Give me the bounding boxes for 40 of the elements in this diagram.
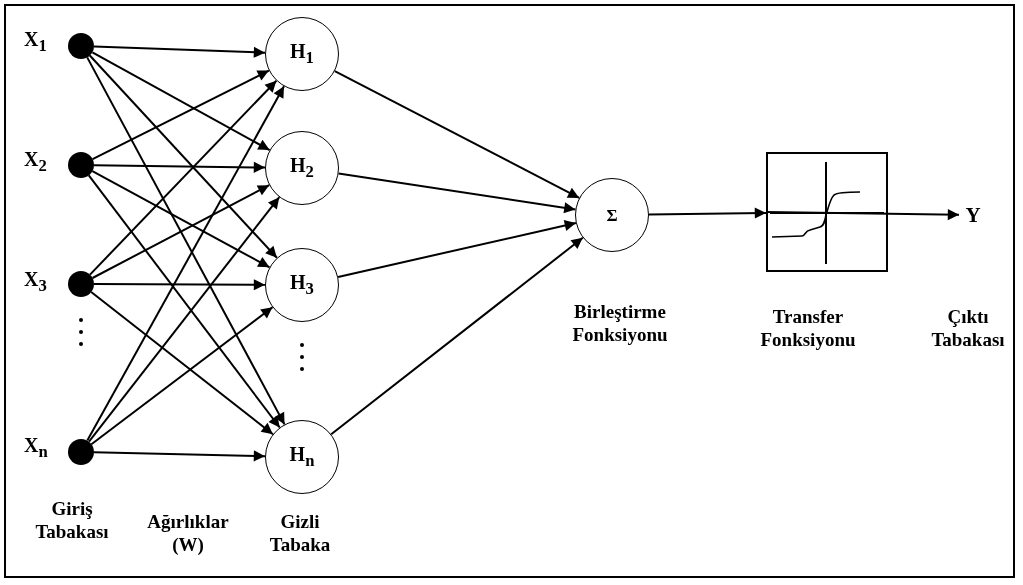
arrow <box>93 450 266 462</box>
arrow <box>93 161 266 173</box>
arrow <box>89 79 278 276</box>
arrow <box>765 209 960 221</box>
input-node-dot <box>68 271 94 297</box>
sum-symbol: Σ <box>606 206 618 224</box>
hidden-node <box>265 420 339 494</box>
input-label: X$_{2}$ <box>24 148 47 176</box>
arrow <box>337 172 577 214</box>
node-label: H$_{n}$ <box>289 444 315 470</box>
arrow <box>333 70 581 199</box>
output-label: Y <box>965 204 981 226</box>
arrow <box>91 170 271 269</box>
input-node-dot <box>68 33 94 59</box>
arrow <box>90 291 274 436</box>
node-label: H$_{3}$ <box>290 272 314 298</box>
arrow <box>91 51 271 152</box>
layer-caption: Birleştirme Fonksiyonu <box>571 300 669 347</box>
layer-caption: Ağırlıklar (W) <box>146 510 230 557</box>
input-node-dot <box>68 439 94 465</box>
layer-caption: Gizli Tabaka <box>268 510 332 557</box>
input-label: X$_{1}$ <box>24 28 47 56</box>
arrow <box>337 220 577 278</box>
hidden-node <box>265 17 339 91</box>
node-label: H$_{1}$ <box>290 41 314 67</box>
arrow <box>330 236 584 436</box>
layer-caption: Çıktı Tabakası <box>930 305 1006 352</box>
arrow <box>88 54 278 259</box>
input-label: X$_{n}$ <box>24 434 48 462</box>
arrow <box>93 279 266 291</box>
arrow <box>90 306 274 446</box>
node-label: H$_{2}$ <box>290 155 314 181</box>
arrow <box>91 184 271 279</box>
layer-caption: Transfer Fonksiyonu <box>759 305 857 352</box>
arrow <box>648 207 767 219</box>
input-node-dot <box>68 152 94 178</box>
arrow <box>91 69 270 161</box>
arrow <box>93 45 266 58</box>
layer-caption: Giriş Tabakası <box>34 497 110 544</box>
input-label: X$_{3}$ <box>24 268 47 296</box>
